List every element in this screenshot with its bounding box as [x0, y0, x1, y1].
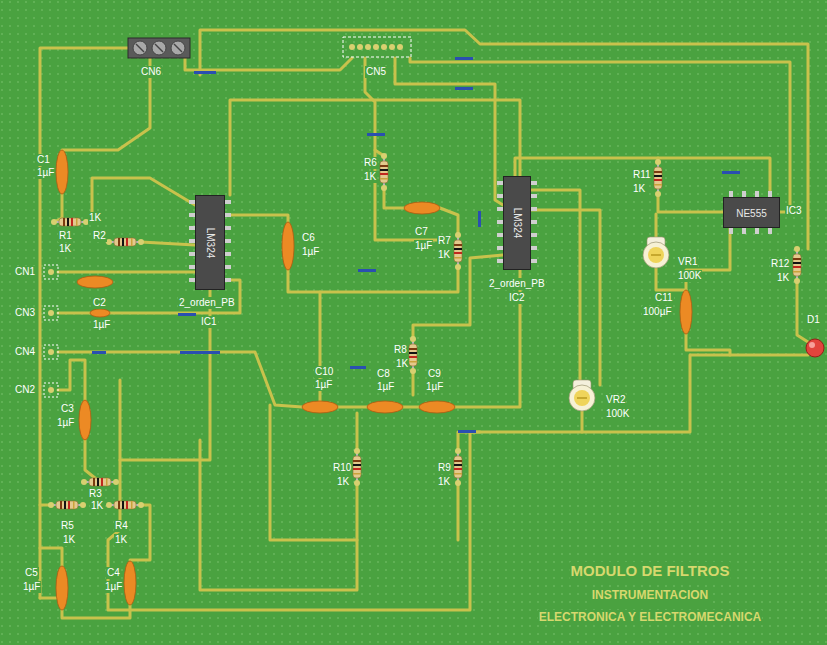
component-label: CN5	[365, 66, 387, 78]
component-label: 1K	[437, 476, 451, 488]
component-label: 1µF	[414, 240, 433, 252]
component-label: C2	[92, 297, 107, 309]
component-label: 100K	[677, 270, 702, 282]
board-title: MODULO DE FILTROS	[570, 562, 731, 580]
potentiometer-symbols	[569, 237, 669, 411]
terminal-block	[128, 38, 190, 58]
component-label: 1µF	[376, 381, 395, 393]
component-label: 1µF	[92, 319, 111, 331]
component-label: 1K	[776, 272, 790, 284]
component-label: 1K	[114, 534, 128, 546]
component-label: C10	[314, 366, 334, 378]
component-label: 1K	[632, 183, 646, 195]
component-label: IC1	[200, 316, 218, 328]
component-label: CN6	[140, 66, 162, 78]
component-label: D1	[806, 314, 821, 326]
component-label: CN2	[14, 384, 36, 396]
copper-traces	[40, 30, 808, 618]
component-label: C4	[106, 567, 121, 579]
pin-header	[343, 37, 411, 57]
chip-marking: LM324	[205, 227, 216, 258]
component-label: C8	[376, 368, 391, 380]
component-label: 1K	[395, 358, 409, 370]
led-symbol	[806, 339, 824, 357]
component-label: 2_orden_PB	[178, 297, 236, 309]
component-label: R9	[437, 462, 452, 474]
component-label: R4	[114, 520, 129, 532]
component-label: 1µF	[56, 417, 75, 429]
board-title: ELECTRONICA Y ELECTROMECANICA	[538, 610, 762, 625]
component-label: R6	[363, 157, 378, 169]
component-label: VR2	[605, 394, 626, 406]
component-label: CN1	[14, 266, 36, 278]
component-label: R3	[88, 488, 103, 500]
board-title: INSTRUMENTACION	[591, 588, 709, 603]
component-label: R8	[393, 344, 408, 356]
component-label: 1K	[363, 171, 377, 183]
component-label: C7	[414, 226, 429, 238]
component-label: 1K	[88, 212, 102, 224]
component-label: 100µF	[642, 306, 673, 318]
component-label: 1µF	[104, 581, 123, 593]
component-label: C3	[60, 403, 75, 415]
ic-chip: LM324	[503, 176, 531, 270]
connector-pins	[48, 269, 54, 393]
component-label: 1µF	[36, 167, 55, 179]
capacitor-symbols	[56, 150, 692, 610]
component-label: C9	[427, 368, 442, 380]
component-label: IC2	[508, 292, 526, 304]
component-label: C5	[24, 567, 39, 579]
ic-pins	[189, 181, 772, 282]
component-label: R10	[332, 462, 352, 474]
ic-chip: LM324	[195, 195, 225, 290]
component-label: 1K	[437, 249, 451, 261]
resistor-symbols	[48, 153, 801, 509]
component-label: R12	[770, 258, 790, 270]
component-label: 1µF	[301, 246, 320, 258]
component-label: 1K	[90, 500, 104, 512]
component-label: 1µF	[22, 581, 41, 593]
component-label: R11	[632, 169, 652, 181]
component-label: R2	[92, 230, 107, 242]
component-label: 100K	[605, 408, 630, 420]
component-label: R1	[58, 230, 73, 242]
component-label: R7	[437, 235, 452, 247]
component-label: 2_orden_PB	[488, 278, 546, 290]
component-label: R5	[60, 520, 75, 532]
component-label: 1K	[58, 243, 72, 255]
connector-pads	[44, 265, 58, 397]
component-label: 1µF	[314, 379, 333, 391]
component-label: C11	[654, 292, 674, 304]
component-label: C6	[301, 232, 316, 244]
via-marks	[92, 57, 740, 433]
component-label: 1µF	[425, 381, 444, 393]
component-label: 1K	[62, 534, 76, 546]
chip-marking: NE555	[736, 207, 767, 218]
component-label: VR1	[677, 256, 698, 268]
component-label: CN3	[14, 307, 36, 319]
component-label: CN4	[14, 346, 36, 358]
ic-chip: NE555	[723, 197, 780, 228]
component-label: IC3	[785, 205, 803, 217]
component-label: 1K	[336, 476, 350, 488]
chip-marking: LM324	[512, 208, 523, 239]
component-label: C1	[36, 154, 51, 166]
